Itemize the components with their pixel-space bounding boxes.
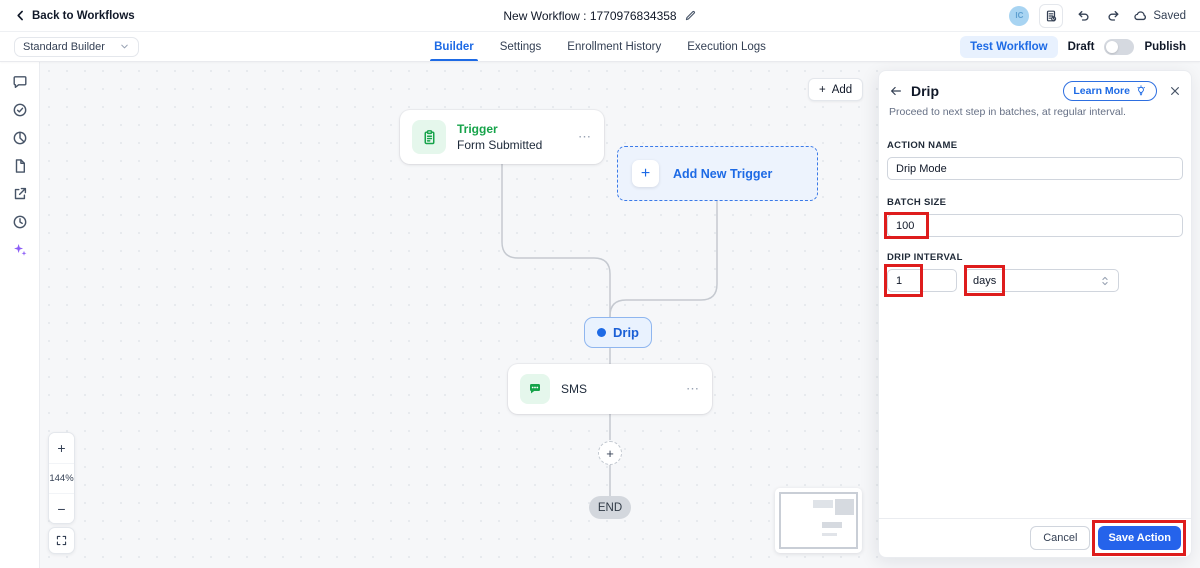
action-name-label: ACTION NAME: [887, 140, 1183, 151]
minimap-node: [813, 500, 833, 507]
chevron-down-icon: [119, 41, 130, 52]
zoom-level: 144%: [49, 463, 74, 493]
minimap-node: [822, 522, 842, 529]
action-name-input[interactable]: [887, 157, 1183, 180]
undo-icon: [1076, 8, 1091, 23]
save-action-button[interactable]: Save Action: [1098, 526, 1181, 550]
drip-interval-unit-select[interactable]: days: [964, 269, 1119, 292]
cancel-button[interactable]: Cancel: [1030, 526, 1090, 550]
tab-execution-logs[interactable]: Execution Logs: [687, 32, 766, 61]
drip-interval-unit-value: days: [973, 275, 996, 287]
end-node: END: [589, 496, 631, 519]
spinner-icon[interactable]: [1100, 275, 1110, 287]
lightbulb-icon: [1135, 85, 1147, 97]
sms-node[interactable]: SMS ⋯: [508, 364, 712, 414]
minimap-node: [822, 533, 838, 536]
drip-node[interactable]: Drip: [584, 317, 652, 348]
undo-button[interactable]: [1073, 6, 1093, 26]
minimap[interactable]: [775, 488, 862, 553]
drip-node-label: Drip: [613, 325, 639, 340]
left-icon-rail: [0, 62, 40, 568]
saved-label: Saved: [1153, 10, 1186, 22]
action-settings-drawer: Drip Learn More Proceed to next step in …: [878, 70, 1192, 558]
tab-settings[interactable]: Settings: [500, 32, 542, 61]
cloud-icon: [1133, 8, 1148, 23]
minimap-viewport: [779, 492, 858, 549]
back-label: Back to Workflows: [32, 10, 135, 22]
sms-node-label: SMS: [561, 382, 587, 396]
zoom-out-button[interactable]: −: [49, 493, 74, 523]
batch-size-input[interactable]: [887, 214, 1183, 237]
chevron-left-icon: [14, 9, 27, 22]
clock-icon[interactable]: [12, 214, 28, 230]
publish-toggle[interactable]: [1104, 39, 1134, 55]
sub-toolbar: Standard Builder Builder Settings Enroll…: [0, 32, 1200, 62]
drip-dot-icon: [597, 328, 606, 337]
document-clock-icon: [1044, 9, 1058, 23]
trigger-node-title: Trigger: [457, 122, 542, 136]
builder-mode-select[interactable]: Standard Builder: [14, 37, 139, 57]
tab-enrollment-history[interactable]: Enrollment History: [567, 32, 661, 61]
node-menu-icon[interactable]: ⋯: [578, 129, 592, 145]
minimap-node: [835, 499, 854, 515]
fullscreen-button[interactable]: [48, 527, 75, 554]
trigger-node-subtitle: Form Submitted: [457, 138, 542, 152]
canvas-add-button[interactable]: + Add: [808, 78, 863, 101]
workflow-title: New Workflow : 1770976834358: [503, 9, 676, 23]
top-header: Back to Workflows New Workflow : 1770976…: [0, 0, 1200, 32]
learn-more-label: Learn More: [1073, 85, 1130, 97]
comment-icon[interactable]: [12, 74, 28, 90]
redo-button[interactable]: [1103, 6, 1123, 26]
version-history-button[interactable]: [1039, 4, 1063, 28]
avatar[interactable]: IC: [1009, 6, 1029, 26]
learn-more-button[interactable]: Learn More: [1063, 81, 1157, 101]
save-status: Saved: [1133, 8, 1186, 23]
add-label: Add: [832, 84, 852, 96]
zoom-controls: + 144% −: [48, 432, 75, 524]
close-icon[interactable]: [1169, 85, 1181, 97]
drawer-description: Proceed to next step in batches, at regu…: [889, 106, 1181, 118]
tab-builder[interactable]: Builder: [434, 32, 474, 61]
clipboard-icon: [412, 120, 446, 154]
test-workflow-button[interactable]: Test Workflow: [960, 36, 1058, 58]
file-icon[interactable]: [12, 158, 28, 174]
draft-label: Draft: [1068, 41, 1095, 53]
plus-icon: +: [632, 160, 659, 187]
pie-chart-icon[interactable]: [12, 130, 28, 146]
fullscreen-icon: [55, 534, 68, 547]
toggle-knob: [1106, 41, 1118, 53]
add-step-button[interactable]: +: [598, 441, 622, 465]
drawer-title: Drip: [911, 83, 939, 99]
builder-mode-value: Standard Builder: [23, 41, 105, 53]
main-body: + Add Trigger Form Submitted ⋯ + Add New…: [0, 62, 1200, 568]
ai-sparkles-icon[interactable]: [12, 242, 28, 258]
zoom-in-button[interactable]: +: [49, 433, 74, 463]
node-menu-icon[interactable]: ⋯: [686, 381, 700, 397]
redo-icon: [1106, 8, 1121, 23]
drip-interval-input[interactable]: [887, 269, 957, 292]
add-new-trigger-button[interactable]: + Add New Trigger: [617, 146, 818, 201]
external-link-icon[interactable]: [12, 186, 28, 202]
sms-bubble-icon: [520, 374, 550, 404]
plus-icon: +: [819, 84, 826, 96]
batch-size-label: BATCH SIZE: [887, 197, 1183, 208]
trigger-node[interactable]: Trigger Form Submitted ⋯: [400, 110, 604, 164]
check-circle-icon[interactable]: [12, 102, 28, 118]
drip-interval-label: DRIP INTERVAL: [887, 252, 1183, 263]
publish-label: Publish: [1144, 41, 1186, 53]
edit-title-icon[interactable]: [684, 9, 697, 22]
drawer-back-icon[interactable]: [889, 84, 903, 98]
add-new-trigger-label: Add New Trigger: [673, 167, 772, 181]
back-to-workflows-link[interactable]: Back to Workflows: [14, 9, 135, 22]
